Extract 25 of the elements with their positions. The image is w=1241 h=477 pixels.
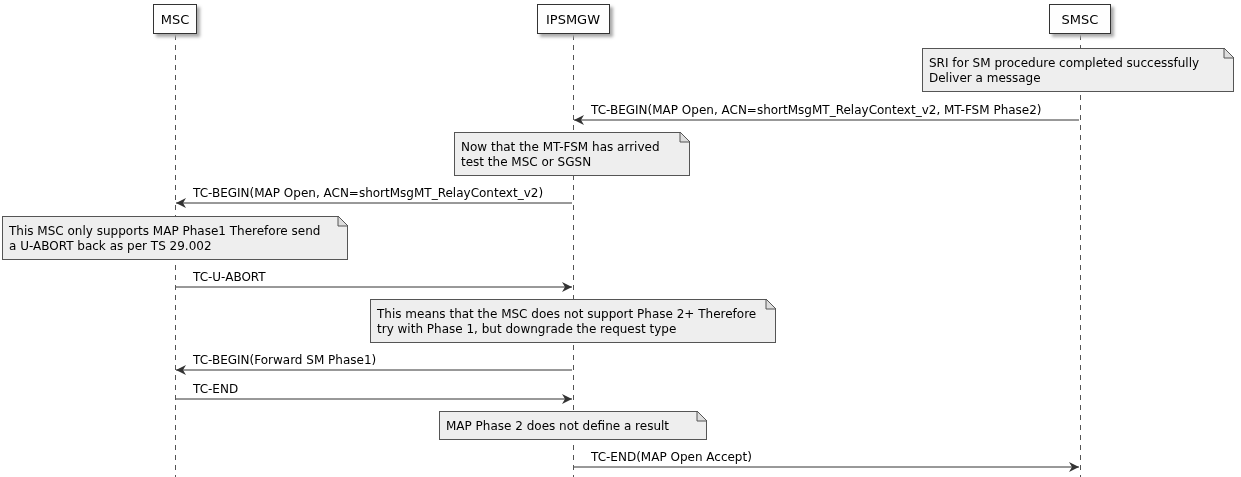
participant-box: IPSMGW	[536, 4, 610, 34]
message-arrow	[175, 365, 573, 375]
message-arrow	[175, 282, 573, 292]
message-arrow	[573, 115, 1080, 125]
message-arrow	[573, 462, 1080, 472]
edge-label: TC-END(MAP Open Accept)	[589, 450, 754, 464]
note-box	[2, 216, 348, 260]
message-arrow	[175, 394, 573, 404]
note-text: MAP Phase 2 does not define a result	[446, 419, 671, 434]
note-box	[439, 411, 707, 440]
participant-box: MSC	[153, 4, 197, 34]
note-text: This MSC only supports MAP Phase1 Therefore send a U-ABORT back as per TS 29.002	[9, 224, 322, 254]
note-text: Now that the MT-FSM has arrived test the MSC or SGSN	[461, 140, 661, 170]
note-text: SRI for SM procedure completed successfully Deliver a message	[929, 56, 1201, 86]
edge-label: TC-BEGIN(MAP Open, ACN=shortMsgMT_RelayContext_v2, MT-FSM Phase2)	[589, 103, 1044, 117]
participant-box: SMSC	[1049, 4, 1111, 34]
note-text: This means that the MSC does not support Phase 2+ Therefore try with Phase 1, but downgrade the request type	[377, 307, 758, 337]
note-box	[922, 48, 1234, 92]
edge-label: TC-BEGIN(MAP Open, ACN=shortMsgMT_RelayContext_v2)	[191, 186, 546, 200]
edge-label: TC-BEGIN(Forward SM Phase1)	[191, 353, 379, 367]
note-box	[370, 299, 776, 343]
note-box	[454, 132, 690, 176]
edge-label: TC-U-ABORT	[191, 270, 268, 284]
message-arrow	[175, 198, 573, 208]
edge-label: TC-END	[191, 382, 241, 396]
